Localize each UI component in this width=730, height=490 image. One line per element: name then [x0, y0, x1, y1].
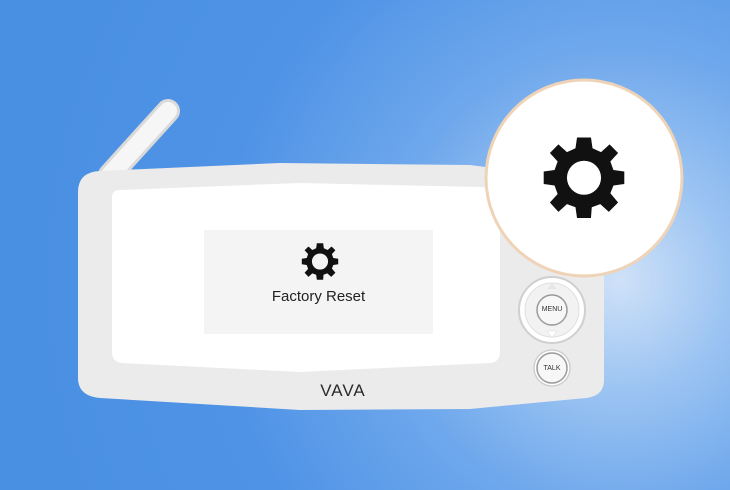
- menu-dpad[interactable]: [518, 276, 586, 344]
- talk-button-shape[interactable]: [533, 349, 571, 387]
- gear-callout: [484, 78, 684, 278]
- up-arrow-icon[interactable]: [547, 283, 557, 289]
- brand-logo-text: VAVA: [320, 381, 366, 400]
- down-arrow-icon[interactable]: [546, 330, 558, 338]
- antenna: [98, 99, 180, 187]
- screen-label: Factory Reset: [271, 288, 366, 305]
- gear-icon: [543, 137, 625, 219]
- menu-button-label[interactable]: MENU: [541, 306, 563, 313]
- menu-button[interactable]: [536, 294, 568, 326]
- gear-icon: [301, 243, 339, 280]
- talk-button-label[interactable]: TALK: [543, 365, 561, 372]
